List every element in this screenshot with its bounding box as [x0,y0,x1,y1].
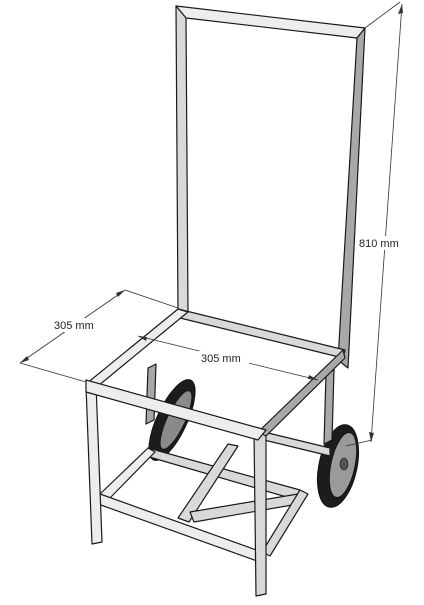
width-dimension: 305 mm [137,335,319,381]
bottom-frame [97,443,309,563]
back-frame [175,5,366,369]
width-label: 305 mm [201,353,241,365]
bottom-left-side-rail [99,447,156,501]
front-left-leg [85,383,103,545]
rear-left-leg [145,363,157,425]
depth-label: 305 mm [54,320,94,332]
depth-dimension: 305 mm [19,289,179,383]
front-right-leg [253,427,267,597]
top-frame-right-rail [257,349,346,437]
height-label: 810 mm [359,238,399,250]
back-frame-right-post [337,27,366,369]
back-frame-top-bar [175,5,366,39]
rear-right-leg [323,369,335,445]
bottom-cross-bar-2 [189,493,299,523]
bottom-cross-bar-1 [177,443,239,523]
back-frame-left-post [175,5,189,315]
top-frame-back-rail [177,308,346,359]
height-dimension: 810 mm [345,1,409,447]
bottom-right-side-rail [261,489,309,557]
rear-left-wheel [148,379,196,461]
axle-bar [263,431,331,457]
top-frame-front-rail [85,379,267,441]
right-wheel [316,424,360,508]
